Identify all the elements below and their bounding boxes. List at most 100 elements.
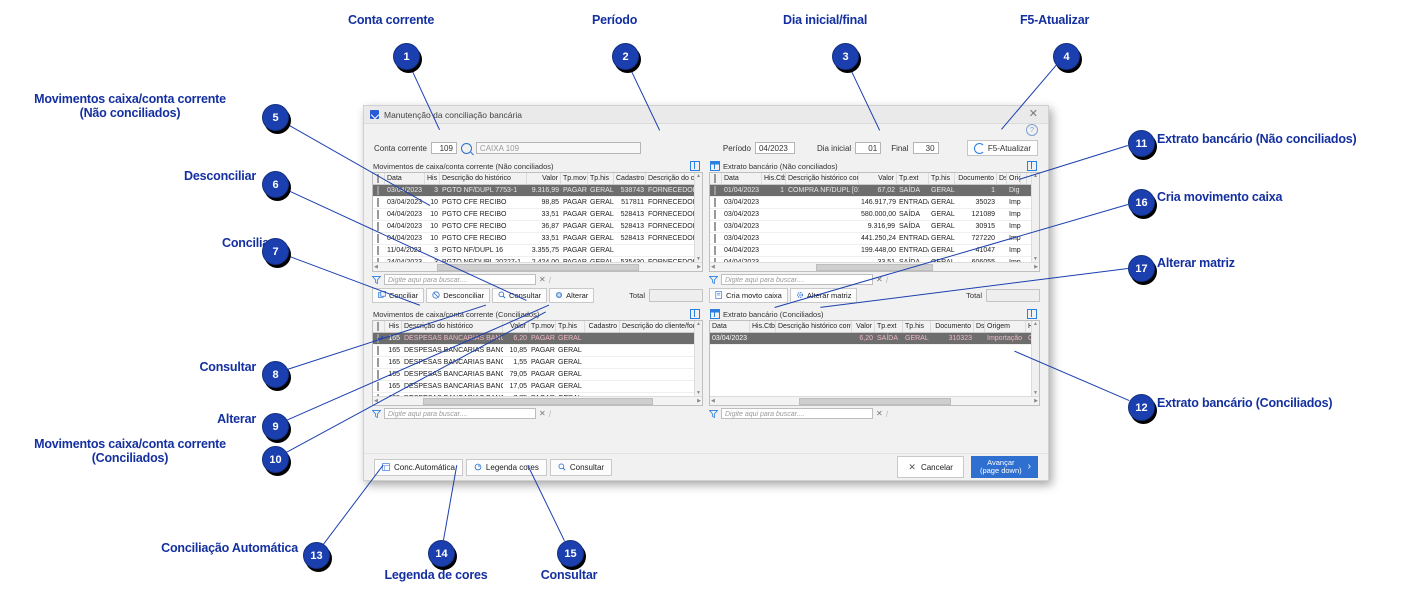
checkbox[interactable] <box>377 246 379 255</box>
desconciliar-button[interactable]: Desconciliar <box>426 287 491 303</box>
column-header[interactable]: Tp.ext <box>875 321 903 332</box>
checkbox[interactable] <box>714 246 716 255</box>
table-row[interactable]: 03/04/2023441.250,24ENTRADAGERAL727220Im… <box>710 233 1031 245</box>
row-checkbox-cell[interactable] <box>373 257 385 262</box>
clear-search-icon[interactable]: ✕ <box>876 275 883 284</box>
clear-search-icon[interactable]: ✕ <box>876 409 883 418</box>
row-checkbox-cell[interactable] <box>710 209 722 220</box>
grid-config-icon[interactable] <box>690 309 700 319</box>
column-header[interactable]: Descrição do histórico <box>440 173 527 184</box>
column-header[interactable]: Data <box>710 321 750 332</box>
vertical-scrollbar[interactable]: ▲▼ <box>694 321 702 396</box>
column-header[interactable]: Data <box>722 173 762 184</box>
select-all-header[interactable] <box>373 321 385 332</box>
column-header[interactable]: His.Ctb <box>764 173 786 184</box>
checkbox[interactable] <box>377 258 379 262</box>
avancar-button[interactable]: Avançar (page down) › <box>970 456 1038 478</box>
conta-corrente-input[interactable]: 109 <box>430 142 457 154</box>
column-header[interactable]: Cadastro <box>585 321 620 332</box>
column-header[interactable]: Tp.mov <box>531 321 556 332</box>
column-header[interactable]: Descrição histórico contábil <box>778 321 852 332</box>
alterar-matriz-button[interactable]: Alterar matriz <box>789 287 858 303</box>
row-checkbox-cell[interactable] <box>373 221 385 232</box>
row-checkbox-cell[interactable] <box>373 197 385 208</box>
row-checkbox-cell[interactable] <box>373 233 385 244</box>
row-checkbox-cell[interactable] <box>373 185 385 196</box>
checkbox[interactable] <box>714 258 716 262</box>
checkbox[interactable] <box>714 210 716 219</box>
checkbox[interactable] <box>377 322 379 331</box>
row-checkbox-cell[interactable] <box>373 245 385 256</box>
legenda-cores-button[interactable]: Legenda cores <box>465 458 547 476</box>
column-header[interactable]: Descrição do cliente/fornecedor <box>620 321 702 332</box>
periodo-input[interactable]: 04/2023 <box>754 142 795 154</box>
grid-config-icon[interactable] <box>1027 161 1037 171</box>
cria-movto-caixa-button[interactable]: Cria movto caixa <box>709 287 788 303</box>
column-header[interactable]: Tp.his <box>556 321 585 332</box>
horizontal-scrollbar[interactable]: ◀▶ <box>710 262 1039 271</box>
column-header[interactable]: Descrição histórico contábil <box>786 173 859 184</box>
dia-inicial-input[interactable]: 01 <box>855 142 882 154</box>
search-input[interactable]: Digite aqui para buscar.... <box>721 408 873 419</box>
row-checkbox-cell[interactable] <box>373 345 385 356</box>
column-header[interactable]: Valor <box>527 173 561 184</box>
checkbox[interactable] <box>714 174 716 183</box>
row-checkbox-cell[interactable] <box>373 381 385 392</box>
f5-atualizar-button[interactable]: F5-Atualizar <box>966 140 1038 156</box>
column-header[interactable]: Tp.his <box>588 173 614 184</box>
checkbox[interactable] <box>377 394 379 396</box>
column-header[interactable]: Ds <box>999 173 1007 184</box>
vertical-scrollbar[interactable]: ▲▼ <box>1031 173 1039 262</box>
vertical-scrollbar[interactable]: ▲▼ <box>694 173 702 262</box>
checkbox[interactable] <box>377 186 379 195</box>
checkbox[interactable] <box>377 198 379 207</box>
table-row[interactable]: 04/04/202333,51SAÍDAGERAL606055Imp <box>710 257 1031 262</box>
checkbox[interactable] <box>714 234 716 243</box>
column-header[interactable]: Descrição do cliente/fo <box>646 173 702 184</box>
column-header[interactable]: His.Ctb <box>752 321 776 332</box>
select-all-header[interactable] <box>710 173 722 184</box>
row-checkbox-cell[interactable] <box>373 357 385 368</box>
search-input[interactable]: Digite aqui para buscar.... <box>384 274 536 285</box>
checkbox[interactable] <box>714 198 716 207</box>
search-icon[interactable] <box>460 142 472 154</box>
column-header[interactable]: His <box>425 173 440 184</box>
clear-search-icon[interactable]: ✕ <box>539 275 546 284</box>
checkbox[interactable] <box>377 222 379 231</box>
row-checkbox-cell[interactable] <box>373 393 385 396</box>
column-header[interactable]: Tp.his <box>903 321 931 332</box>
row-checkbox-cell[interactable] <box>373 369 385 380</box>
consultar-button[interactable]: Consultar <box>549 458 613 476</box>
help-icon[interactable]: ? <box>1026 124 1038 136</box>
consultar-button[interactable]: Consultar <box>492 287 548 303</box>
clear-search-icon[interactable]: ✕ <box>539 409 546 418</box>
column-header[interactable]: Tp.mov <box>563 173 588 184</box>
grid-config-icon[interactable] <box>690 161 700 171</box>
filter-icon[interactable] <box>372 409 381 418</box>
column-header[interactable]: Valor <box>852 321 875 332</box>
column-header[interactable]: Origem <box>985 321 1026 332</box>
column-header[interactable]: Data <box>385 173 425 184</box>
row-checkbox-cell[interactable] <box>710 257 722 262</box>
grid-config-icon[interactable] <box>1027 309 1037 319</box>
checkbox[interactable] <box>714 186 716 195</box>
cancel-button[interactable]: ✕ Cancelar <box>897 456 964 478</box>
column-header[interactable]: Tp.his <box>929 173 955 184</box>
